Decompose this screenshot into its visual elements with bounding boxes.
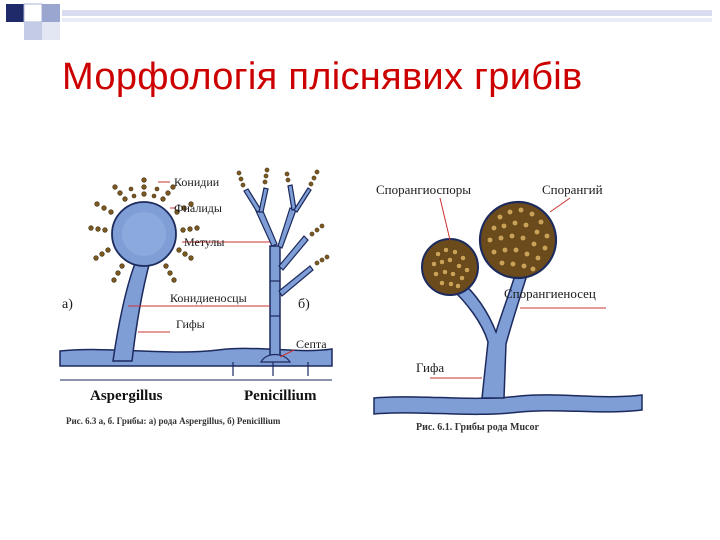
deco-square-outline xyxy=(23,3,43,23)
label-conidiophores: Конидиеносцы xyxy=(170,291,247,305)
mucor-sporangiophore xyxy=(448,271,528,399)
leader-lines-right xyxy=(430,197,606,379)
penicillium-branches xyxy=(243,184,314,297)
genus-aspergillus: Aspergillus xyxy=(90,388,163,404)
label-sporangiospores: Спорангиоспоры xyxy=(376,182,471,197)
aspergillus-conidia-chains xyxy=(88,177,200,283)
deco-square-paler xyxy=(42,22,60,40)
label-hyphae: Гифы xyxy=(176,317,205,331)
label-sporangiophore: Спорангиеносец xyxy=(504,286,596,301)
deco-square-dark xyxy=(6,4,24,22)
deco-square-light xyxy=(42,4,60,22)
caption-right: Рис. 6.1. Грибы рода Mucor xyxy=(416,422,539,433)
label-conidia: Конидии xyxy=(174,175,220,189)
aspergillus-penicillium-figure: Конидии Фиалиды Метулы Конидиеносцы Гифы… xyxy=(58,166,334,436)
marker-a: а) xyxy=(62,297,73,312)
mucor-sporangiospores xyxy=(431,207,550,289)
genus-penicillium: Penicillium xyxy=(244,388,317,404)
mucor-figure: Спорангиоспоры Спорангий Спорангиеносец … xyxy=(370,172,646,438)
caption-left: Рис. 6.3 а, б. Грибы: а) рода Aspergillu… xyxy=(66,416,281,426)
label-hypha: Гифа xyxy=(416,360,444,375)
decorative-squares xyxy=(6,3,712,40)
marker-b: б) xyxy=(298,297,310,312)
deco-bar-1 xyxy=(62,10,712,16)
label-sporangium: Спорангий xyxy=(542,182,603,197)
label-septa: Септа xyxy=(296,337,327,351)
page-title: Морфологія пліснявих грибів xyxy=(62,56,583,98)
label-phialides: Фиалиды xyxy=(174,201,222,215)
leader-lines-left xyxy=(128,181,295,358)
penicillium-conidiophore xyxy=(269,245,281,362)
penicillium-conidia xyxy=(236,167,330,266)
label-metulae: Метулы xyxy=(184,235,224,249)
substrate-hypha-right xyxy=(373,394,643,416)
deco-square-pale xyxy=(24,22,42,40)
deco-bar-2 xyxy=(62,18,712,22)
